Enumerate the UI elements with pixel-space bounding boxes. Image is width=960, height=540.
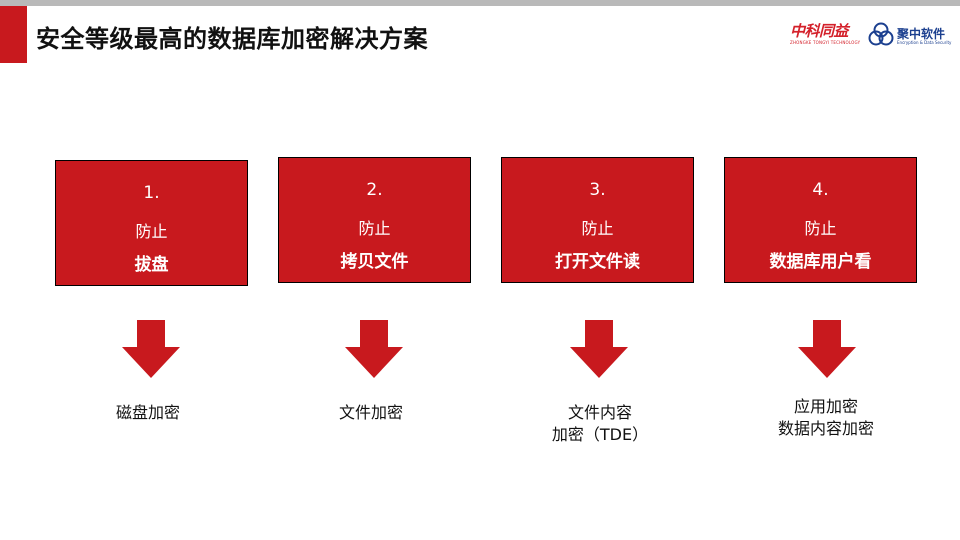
result-line: 磁盘加密 [115,403,180,422]
step-result-4: 应用加密 数据内容加密 [726,396,926,440]
step-result-3: 文件内容 加密（TDE） [500,402,700,446]
step-verb: 防止 [358,219,391,238]
result-line: 加密（TDE） [551,425,649,444]
juzhong-logo-text: 聚中软件 [897,27,946,41]
down-arrow-icon [798,320,856,378]
step-result-1: 磁盘加密 [48,402,248,424]
top-bar [0,0,960,6]
result-line: 文件内容 [567,403,632,422]
step-number: 2. [366,180,383,200]
zhongke-logo: 中科同益 ZHONGKE TONGYI TECHNOLOGY [790,22,862,50]
step-threat: 拔盘 [134,255,169,275]
step-number: 4. [812,180,829,200]
down-arrow-icon [122,320,180,378]
step-result-2: 文件加密 [271,402,471,424]
result-line: 应用加密 [793,397,858,416]
step-threat: 打开文件读 [555,252,640,272]
down-arrow-icon [570,320,628,378]
step-verb: 防止 [135,222,168,241]
juzhong-logo: 聚中软件 Encryption & Data Security [868,22,958,48]
step-card-3: 3. 防止 打开文件读 [501,157,694,283]
zhongke-logo-text: 中科同益 [790,22,849,40]
step-number: 3. [589,180,606,200]
result-line: 文件加密 [338,403,403,422]
title-accent-block [0,6,27,63]
step-verb: 防止 [804,219,837,238]
step-threat: 拷贝文件 [340,252,409,272]
step-card-1: 1. 防止 拔盘 [55,160,248,286]
result-line: 数据内容加密 [777,419,874,438]
step-number: 1. [143,183,160,203]
down-arrow-icon [345,320,403,378]
step-threat: 数据库用户看 [769,252,872,272]
step-verb: 防止 [581,219,614,238]
triple-ring-icon [868,22,894,46]
zhongke-logo-subtext: ZHONGKE TONGYI TECHNOLOGY [790,40,861,45]
slide-title: 安全等级最高的数据库加密解决方案 [36,25,428,53]
juzhong-logo-subtext: Encryption & Data Security [897,40,952,45]
step-card-2: 2. 防止 拷贝文件 [278,157,471,283]
step-card-4: 4. 防止 数据库用户看 [724,157,917,283]
